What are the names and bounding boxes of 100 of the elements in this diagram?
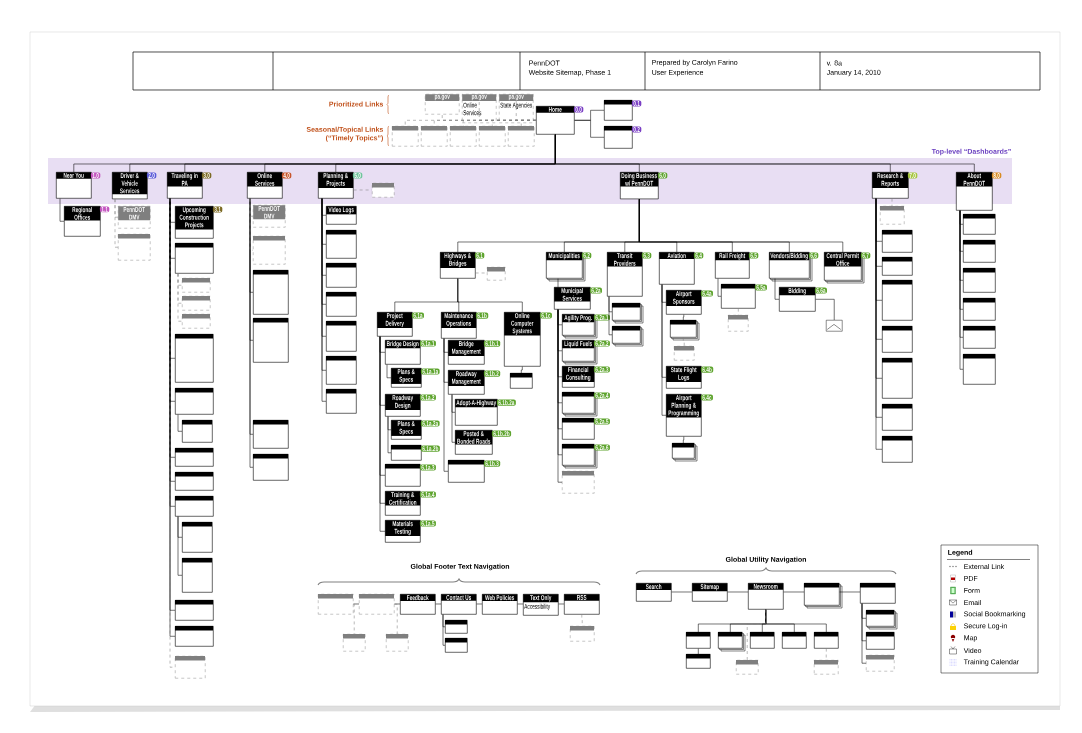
page-box <box>804 583 843 609</box>
page-box <box>450 126 477 147</box>
page-box <box>445 620 468 634</box>
page-box <box>508 126 535 147</box>
page-box <box>882 436 913 463</box>
connector-line <box>386 364 392 379</box>
page-box <box>882 280 913 321</box>
page-box <box>672 443 698 462</box>
page-box <box>175 448 214 467</box>
connector-line <box>698 648 699 655</box>
connector-line <box>558 603 565 605</box>
page-box <box>479 126 506 147</box>
page-box <box>182 296 211 311</box>
page-box <box>343 634 366 652</box>
connector-line <box>608 296 613 336</box>
page-box <box>562 471 595 494</box>
connector-line <box>442 614 446 646</box>
page-box <box>175 334 214 383</box>
connector-line <box>557 309 563 483</box>
page-box <box>175 243 214 274</box>
page-box <box>175 626 214 647</box>
page-box <box>487 267 506 281</box>
connector-line <box>394 603 398 635</box>
page-box <box>326 292 357 317</box>
page-box <box>421 126 448 147</box>
connector-line <box>435 603 442 605</box>
page-box <box>175 472 214 491</box>
page-box <box>510 373 533 389</box>
connector-line <box>443 338 449 472</box>
connector-line <box>177 273 183 322</box>
page-box <box>326 389 357 414</box>
connector-line <box>177 414 183 432</box>
connector-line <box>727 591 749 593</box>
connector-line <box>737 308 739 316</box>
page-box <box>182 522 213 553</box>
page-box <box>866 610 898 630</box>
connector-line <box>683 314 685 321</box>
page-box <box>963 214 996 235</box>
page-box <box>182 278 211 293</box>
connector-line <box>661 284 667 416</box>
connector-line <box>177 516 183 576</box>
page-box <box>253 420 289 449</box>
page-box <box>386 634 409 652</box>
page-box <box>882 404 913 431</box>
page-box <box>318 594 354 615</box>
page-box <box>686 654 711 669</box>
connector-line <box>475 272 488 274</box>
page-box <box>392 126 419 147</box>
page-box <box>326 321 357 352</box>
connector-line <box>839 591 861 593</box>
page-box <box>175 388 214 415</box>
connector-line <box>249 198 254 251</box>
page-box <box>814 632 839 649</box>
connector-line <box>574 120 605 138</box>
page-box <box>866 632 895 650</box>
connector-line <box>557 278 559 288</box>
page-box <box>175 656 206 679</box>
connector-line <box>783 591 805 593</box>
page-box <box>860 583 896 604</box>
page-box <box>175 600 214 621</box>
page-box <box>253 318 289 363</box>
page-box <box>253 454 289 481</box>
page-box <box>963 326 996 349</box>
page-box <box>882 257 913 276</box>
page-box <box>182 314 211 329</box>
connector-line <box>114 198 119 248</box>
page-box <box>866 655 895 672</box>
connector-line <box>959 210 964 370</box>
page-box <box>372 183 395 198</box>
connector-line <box>555 134 975 173</box>
connector-line <box>451 394 456 443</box>
connector-line <box>671 591 693 593</box>
email-icon <box>826 320 843 332</box>
connector-line <box>521 366 523 374</box>
page-box <box>814 660 839 675</box>
page-box <box>445 638 468 653</box>
page-box <box>963 240 996 263</box>
page-box <box>686 632 711 649</box>
page-box <box>326 230 357 259</box>
connector-line <box>517 603 524 605</box>
page-box <box>326 263 357 288</box>
page-box <box>718 632 746 652</box>
connector-line <box>476 603 483 605</box>
page-box <box>175 496 214 517</box>
page-box <box>882 358 913 399</box>
page-box <box>963 298 996 321</box>
connector-line <box>321 198 327 402</box>
page-box <box>359 594 395 615</box>
page-box <box>674 346 695 361</box>
page-box <box>570 626 595 642</box>
connector-line <box>520 120 537 127</box>
page-box <box>326 356 357 385</box>
page-box <box>182 558 213 593</box>
page-box <box>882 326 913 353</box>
connector-line <box>717 278 722 297</box>
page-box <box>118 234 151 261</box>
page-box <box>253 270 289 315</box>
page-box <box>750 632 775 649</box>
page-box <box>612 303 644 324</box>
page-box <box>612 326 644 347</box>
